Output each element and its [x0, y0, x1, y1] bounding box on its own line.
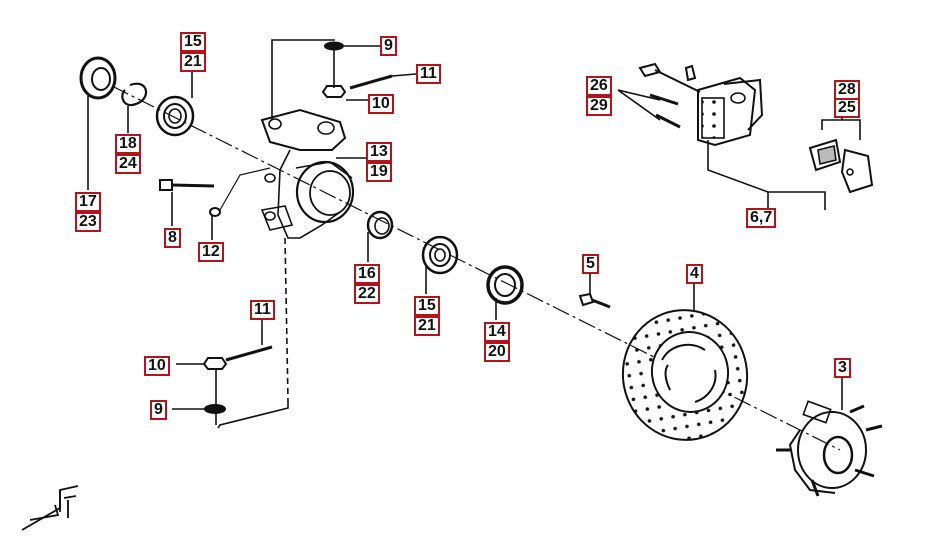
callout-label: 22 [354, 284, 380, 304]
callout-label: 16 [354, 264, 380, 284]
callout-label: 17 [75, 192, 101, 212]
callout-label: 4 [686, 264, 703, 284]
brake-disc [621, 309, 749, 441]
callout-label: 25 [834, 98, 860, 118]
callout-label: 11 [250, 300, 275, 320]
callout-label: 28 [834, 80, 860, 100]
callout-label: 9 [380, 36, 397, 56]
callout-label: 24 [115, 154, 141, 174]
front-direction-arrow-icon [21, 485, 79, 531]
disc-bolt [578, 292, 611, 309]
oil-seal-right [486, 265, 524, 305]
callout-label: 29 [586, 96, 612, 116]
callout-label: 23 [75, 212, 101, 232]
callout-label: 12 [198, 242, 224, 262]
circlip [121, 82, 148, 107]
bolt-8 [159, 179, 215, 191]
callout-label: 6,7 [746, 208, 777, 228]
steering-knuckle [260, 108, 355, 239]
bearing-upper [155, 95, 195, 137]
brake-pads [808, 138, 874, 194]
nut-upper [321, 85, 347, 98]
spacer [366, 210, 394, 240]
callout-label: 18 [115, 134, 141, 154]
callout-label: 10 [368, 94, 394, 114]
callout-label: 9 [150, 400, 167, 420]
brake-caliper [638, 62, 764, 147]
callout-label: 26 [586, 76, 612, 96]
oil-seal-left [79, 56, 117, 100]
callout-label: 20 [484, 342, 510, 362]
callout-label: 8 [164, 228, 181, 248]
callout-label: 14 [484, 322, 510, 342]
callout-label: 19 [366, 162, 392, 182]
callout-label: 15 [180, 32, 206, 52]
callout-label: 10 [144, 356, 170, 376]
callout-label: 5 [582, 254, 599, 274]
callout-label: 15 [414, 296, 440, 316]
callout-label: 13 [366, 142, 392, 162]
callout-label: 11 [416, 64, 441, 84]
callout-label: 21 [180, 52, 206, 72]
callout-label: 21 [414, 316, 440, 336]
wheel-hub [776, 400, 883, 497]
bearing-lower [421, 235, 459, 275]
callout-label: 3 [834, 358, 851, 378]
